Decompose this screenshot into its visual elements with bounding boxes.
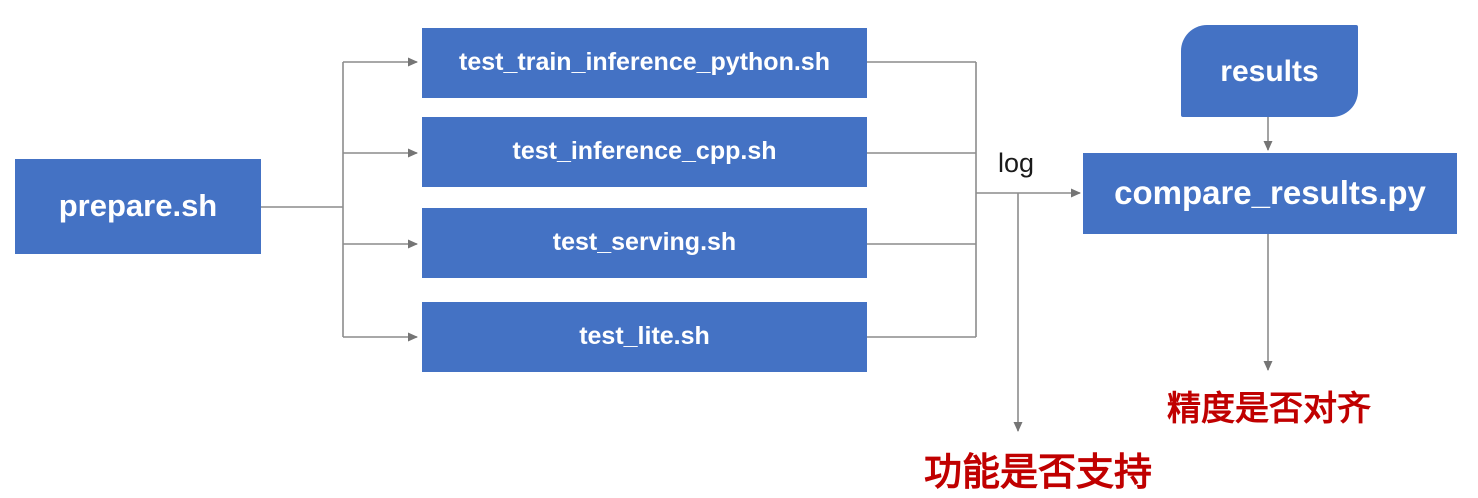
node-prepare-sh-label: prepare.sh xyxy=(58,188,218,224)
node-test-lite-label: test_lite.sh xyxy=(579,322,710,351)
node-compare-results-py-label: compare_results.py xyxy=(1114,174,1426,212)
node-prepare-sh: prepare.sh xyxy=(15,159,261,254)
caption-precision-aligned: 精度是否对齐 xyxy=(1167,390,1371,428)
node-test-train-inference-python-label: test_train_inference_python.sh xyxy=(459,48,830,77)
node-test-serving: test_serving.sh xyxy=(422,208,867,278)
node-test-inference-cpp: test_inference_cpp.sh xyxy=(422,117,867,187)
node-test-train-inference-python: test_train_inference_python.sh xyxy=(422,28,867,98)
node-test-lite: test_lite.sh xyxy=(422,302,867,372)
node-test-inference-cpp-label: test_inference_cpp.sh xyxy=(512,137,777,166)
edge-label-log: log xyxy=(997,148,1035,178)
node-test-serving-label: test_serving.sh xyxy=(552,228,737,257)
node-results-label: results xyxy=(1220,54,1319,88)
node-compare-results-py: compare_results.py xyxy=(1083,153,1457,234)
node-results: results xyxy=(1181,25,1358,117)
caption-function-support: 功能是否支持 xyxy=(923,452,1152,494)
